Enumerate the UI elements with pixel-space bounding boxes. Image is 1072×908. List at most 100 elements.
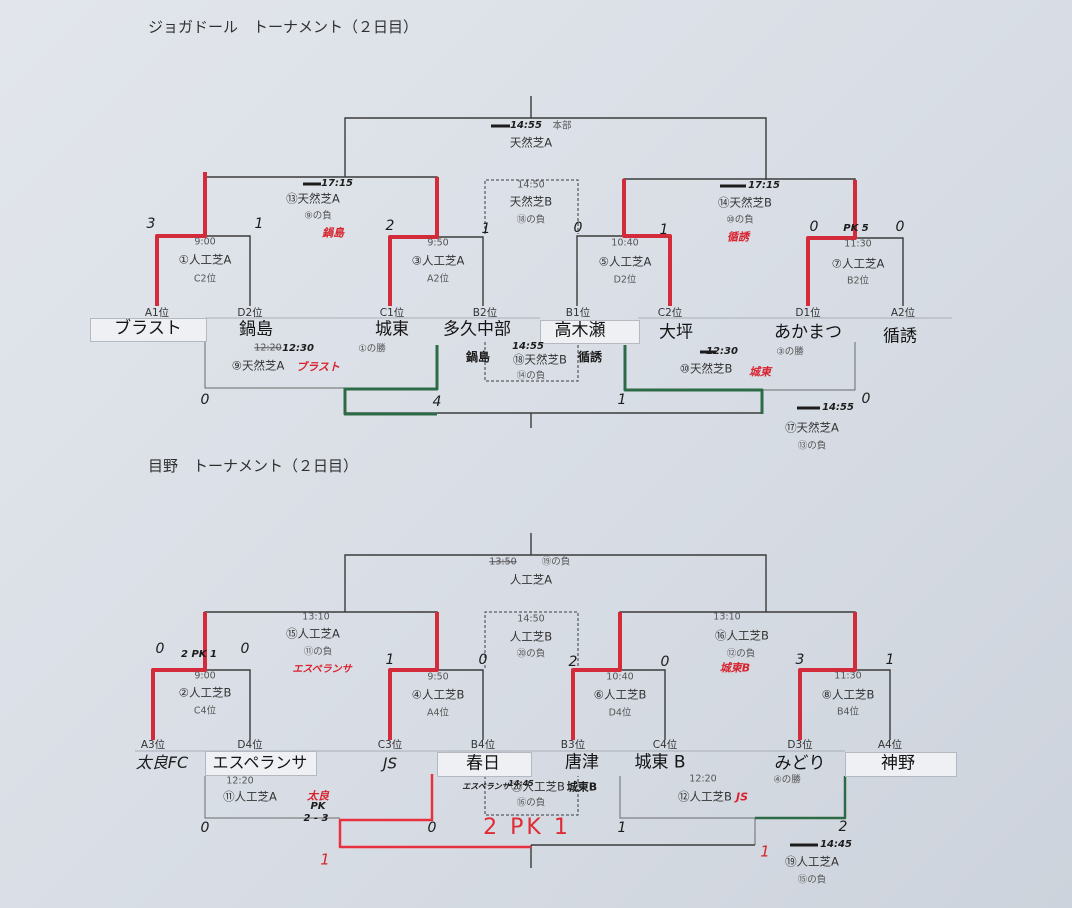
jogador-team-8-seed: A2位 (890, 306, 916, 319)
hinome-m4-time: 9:50 (427, 671, 449, 683)
jogador-m1-score-right: 1 (254, 216, 264, 232)
jogador-m9-winner: ブラスト (296, 360, 340, 374)
jogador-m5-score-left: 0 (573, 220, 583, 236)
hinome-m8-time: 11:30 (834, 670, 862, 682)
jogador-m10-field: ⑩天然芝B (679, 361, 733, 376)
team-box-takagise (540, 320, 640, 344)
hinome-m12-final-score: 1 (760, 842, 770, 861)
jogador-team-3-name: 城東 (375, 319, 409, 340)
hinome-winner-path-m8 (798, 612, 857, 740)
jogador-m10-winner: 城東 (749, 365, 771, 379)
hinome-match-20-bottom-bracket (484, 776, 579, 816)
jogador-team-7-seed: D1位 (795, 306, 821, 319)
jogador-m18-note: ⑭の負 (516, 370, 546, 382)
jogador-team-8-name: 循誘 (883, 326, 917, 347)
jogador-m14-field: ⑭天然芝B (718, 195, 772, 210)
hinome-team-6-name: 城東 B (634, 752, 686, 773)
hinome-m20-top-time: 14:50 (517, 613, 545, 625)
hinome-m6-time: 10:40 (606, 671, 634, 683)
jogador-final-time: 14:55 (510, 120, 542, 131)
jogador-match-18-bottom-bracket (484, 342, 579, 382)
jogador-winner-path-m3 (388, 177, 439, 306)
hinome-match-11-bracket (204, 776, 340, 819)
jogador-winner-path-m7 (806, 180, 857, 306)
hinome-m20-time: 14:45 (508, 779, 534, 788)
jogador-m18-score-right: 1 (617, 392, 627, 408)
hinome-winner-path-m6 (571, 612, 622, 740)
hinome-final-bracket (344, 554, 767, 612)
jogador-winner-markers-green (343, 345, 764, 416)
hinome-m11-winner: 太良 (307, 789, 329, 803)
jogador-m18-top-time: 14:50 (517, 179, 545, 191)
jogador-m3-time: 9:50 (427, 237, 449, 249)
hinome-team-6-seed: C4位 (652, 738, 678, 751)
hinome-m2-score-right: 0 (240, 641, 250, 657)
hinome-m11-score-left: 0 (200, 820, 210, 836)
jogador-final-venue: 本部 (552, 120, 572, 132)
hinome-m8-score-right: 1 (885, 652, 895, 668)
jogador-m17-score: 0 (861, 391, 871, 407)
hinome-m8-field: ⑧人工芝B (821, 687, 875, 702)
jogador-title: ジョガドール トーナメント（２日目） (148, 18, 419, 36)
jogador-match-10-bracket (625, 342, 856, 391)
jogador-m1-score-left: 3 (146, 216, 156, 232)
hinome-team-8-seed: A4位 (877, 738, 903, 751)
hinome-m20-note: ⑯の負 (516, 797, 546, 809)
jogador-m18-top-field: 天然芝B (509, 194, 553, 209)
jogador-m3-note: A2位 (426, 273, 450, 285)
jogador-m18-right-team: 循誘 (577, 350, 603, 364)
hinome-m20-field: ⑳人工芝B (511, 779, 565, 794)
jogador-m7-note: B2位 (846, 275, 870, 287)
hinome-m19-field: ⑲人工芝A (785, 854, 839, 869)
jogador-m10-time: 12:30 (706, 346, 738, 357)
hinome-m12-field: ⑫人工芝B (678, 789, 732, 804)
jogador-m14-note: ⑩の負 (726, 214, 754, 226)
jogador-m14-time: 17:15 (748, 180, 780, 191)
jogador-winner-path-m1 (155, 172, 207, 306)
hinome-team-4-name: 春日 (466, 753, 500, 774)
jogador-m3-score-right: 1 (481, 221, 491, 237)
hinome-m12-score-right: 2 (838, 819, 848, 835)
hinome-m20-top-field: 人工芝B (509, 629, 553, 644)
hinome-m2-score-left: 0 (155, 641, 165, 657)
jogador-m1-field: ①人工芝A (178, 252, 232, 267)
hinome-m12-winner: JS (735, 790, 749, 804)
jogador-m7-pk: PK 5 (843, 223, 869, 234)
hinome-team-5-seed: B3位 (560, 738, 586, 751)
hinome-m11-score-right: 0 (427, 820, 437, 836)
hinome-m16-note: ⑫の負 (726, 648, 756, 660)
hinome-team-1-seed: A3位 (140, 738, 166, 751)
jogador-m1-time: 9:00 (194, 236, 216, 248)
hinome-m6-field: ⑥人工芝B (593, 687, 647, 702)
hinome-m6-score-left: 2 (568, 654, 578, 670)
hinome-team-5-name: 唐津 (565, 752, 599, 773)
hinome-final-note: ⑲の負 (541, 556, 571, 568)
hinome-m15-time: 13:10 (302, 611, 330, 623)
jogador-m7-score-left: 0 (809, 219, 819, 235)
hinome-m2-pk: 2 PK 1 (181, 649, 217, 660)
jogador-m18-time: 14:55 (512, 341, 544, 352)
hinome-m19-time: 14:45 (820, 839, 852, 850)
jogador-team-4-name: 多久中部 (443, 319, 511, 340)
hinome-team-7-name: みどり (774, 753, 826, 774)
jogador-m9-score: 0 (200, 392, 210, 408)
jogador-team-2-name: 鍋島 (239, 319, 273, 340)
hinome-final-time-struck: 13:50 (489, 556, 517, 568)
hinome-m11-pk-score: 2 - 3 (303, 813, 329, 824)
hinome-m11-final-score: 1 (320, 850, 330, 869)
hinome-team-2-seed: D4位 (237, 738, 263, 751)
jogador-m13-time: 17:15 (321, 178, 353, 189)
jogador-team-5-seed: B1位 (565, 306, 591, 319)
jogador-m17-time: 14:55 (822, 402, 854, 413)
jogador-m7-score-right: 0 (895, 219, 905, 235)
hinome-m16-time: 13:10 (713, 611, 741, 623)
hinome-m15-field: ⑮人工芝A (286, 626, 340, 641)
hinome-m6-score-right: 0 (660, 654, 670, 670)
jogador-scribbles (303, 124, 820, 410)
hinome-m12-note: ④の勝 (773, 774, 801, 786)
jogador-m3-field: ③人工芝A (411, 253, 465, 268)
hinome-winner-path-m2 (151, 612, 207, 740)
hinome-team-4-seed: B4位 (470, 738, 496, 751)
jogador-team-6-seed: C2位 (657, 306, 683, 319)
